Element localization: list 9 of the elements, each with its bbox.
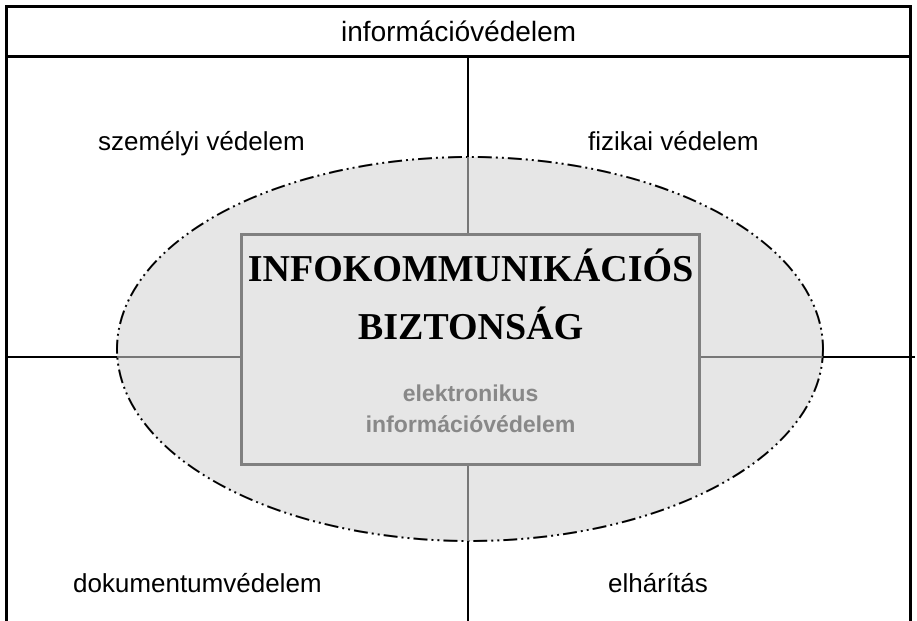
inner-box-text: elektronikus információvédelem [364, 379, 576, 439]
main-heading: INFOKOMMUNIKÁCIÓS BIZTONSÁG [246, 247, 694, 350]
outer-frame [5, 5, 912, 621]
quadrant-label: fizikai védelem [588, 126, 759, 160]
quadrant-label: dokumentumvédelem [73, 568, 322, 602]
inner-box [240, 233, 701, 466]
heading-text: információvédelem [341, 16, 576, 48]
quadrant-label: elhárítás [608, 568, 708, 602]
quadrant-label: személyi védelem [98, 126, 305, 160]
